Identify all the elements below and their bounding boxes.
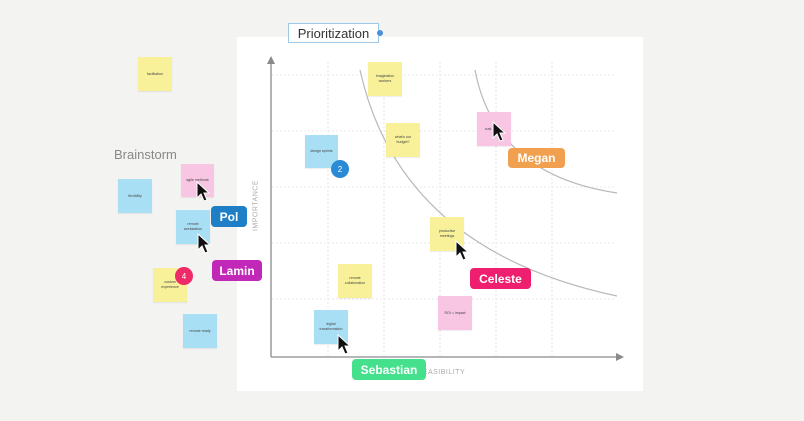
comment-count-badge[interactable]: 2	[331, 160, 349, 178]
megan-cursor-icon	[492, 121, 506, 142]
sticky-note[interactable]: remote ready	[183, 314, 217, 348]
collaborator-tag-pol: Pol	[211, 206, 247, 227]
collaborator-tag-lamin: Lamin	[212, 260, 262, 281]
collaborator-tag-megan: Megan	[508, 148, 565, 168]
x-axis-label: FEASIBILITY	[418, 369, 466, 376]
sticky-note[interactable]: custom experience	[153, 268, 187, 302]
sticky-note[interactable]: remote collaboration	[338, 264, 372, 298]
sticky-note[interactable]: remote workstation	[176, 210, 210, 244]
board-title[interactable]: Prioritization	[288, 23, 379, 43]
title-resize-handle[interactable]	[377, 30, 383, 36]
sticky-note[interactable]: ROI = impact	[438, 296, 472, 330]
sticky-note[interactable]: facilitation	[138, 57, 172, 91]
pol-cursor-icon	[196, 181, 210, 202]
y-axis-label: IMPORTANCE	[252, 179, 260, 232]
comment-count-badge[interactable]: 4	[175, 267, 193, 285]
sticky-note[interactable]: imagination workers	[368, 62, 402, 96]
celeste-cursor-icon	[455, 240, 469, 261]
prioritization-board	[237, 37, 643, 391]
sticky-note[interactable]: what's our budget?	[386, 123, 420, 157]
lamin-cursor-icon	[197, 233, 211, 254]
sticky-note[interactable]: flexibility	[118, 179, 152, 213]
brainstorm-label: Brainstorm	[114, 147, 177, 162]
collaborator-tag-sebastian: Sebastian	[352, 359, 426, 380]
sebastian-cursor-icon	[337, 334, 351, 355]
collaborator-tag-celeste: Celeste	[470, 268, 531, 289]
